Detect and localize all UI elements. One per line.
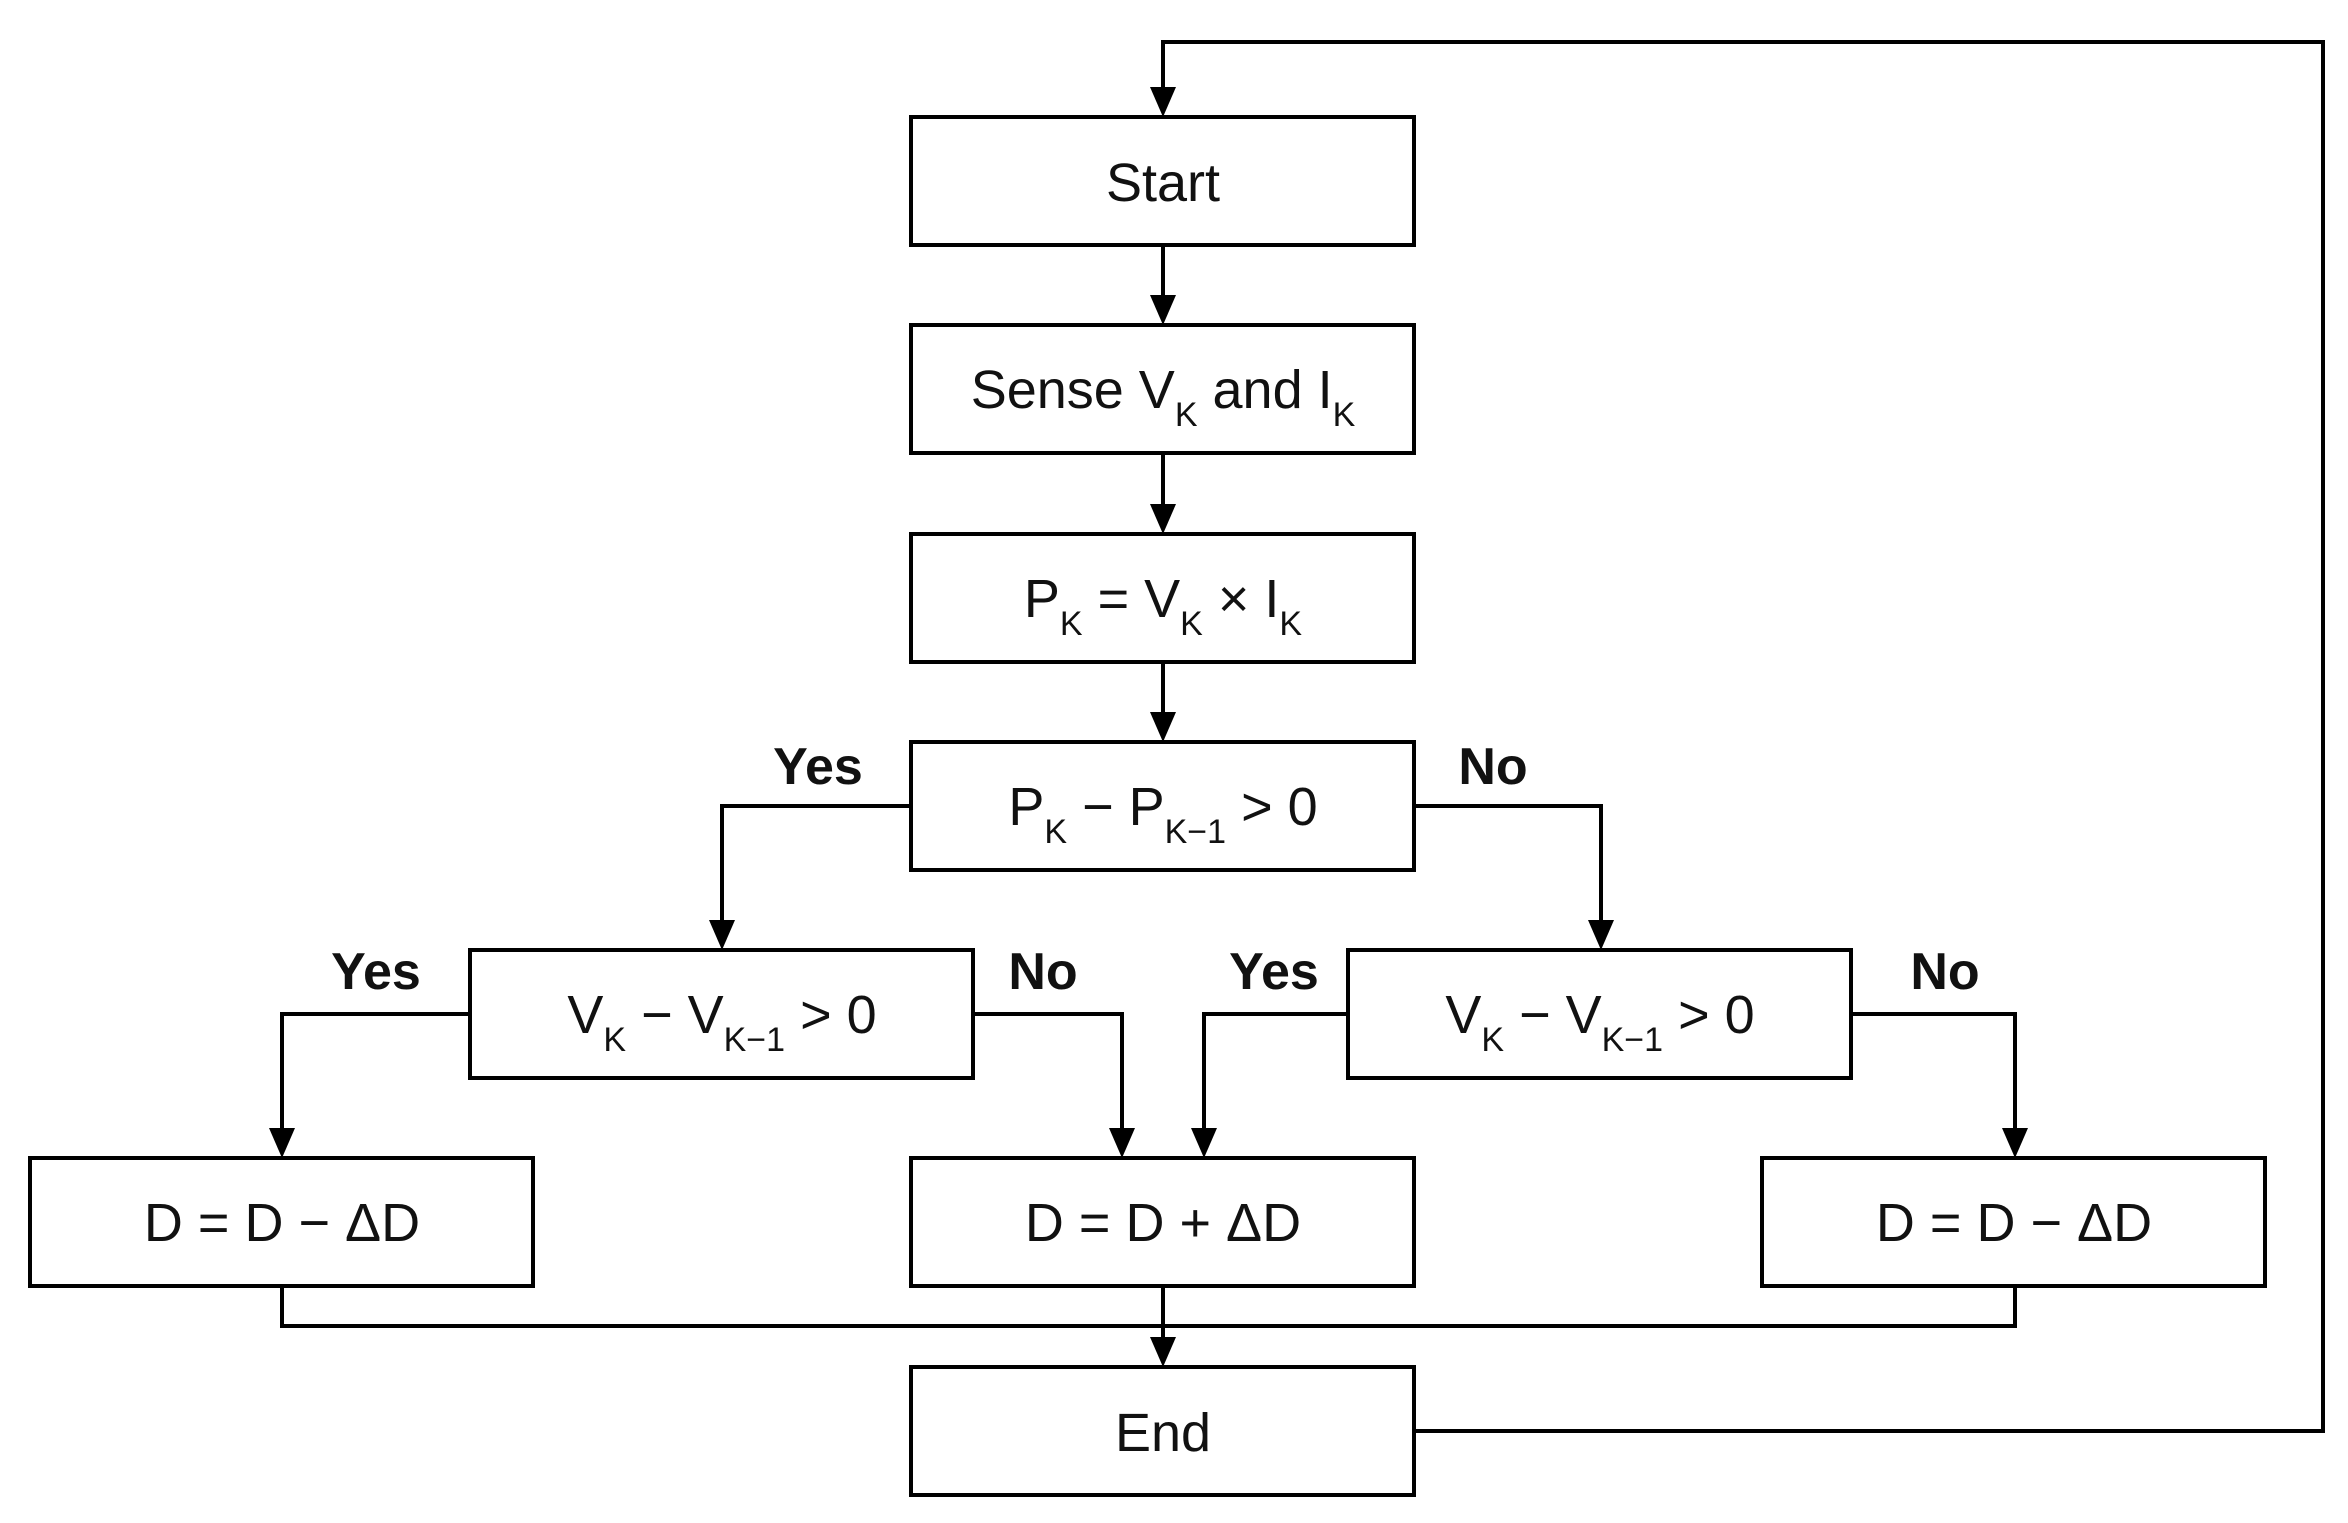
increase-duty-box[interactable] [909, 1156, 1416, 1288]
connector-power-no [1414, 804, 1603, 922]
connector-loop-back [1161, 40, 2325, 1433]
arrowhead [1150, 504, 1176, 534]
arrowhead [1150, 712, 1176, 742]
end-box[interactable] [909, 1365, 1416, 1497]
connector-right-yes [1202, 1012, 1348, 1130]
power-calc-label: PK = VK × IK [1024, 569, 1303, 643]
arrowhead [1150, 87, 1176, 117]
arrowhead [2002, 1128, 2028, 1158]
connector-merge-bus [280, 1286, 2017, 1328]
voltage-decision-right-label: VK − VK−1 > 0 [1445, 985, 1754, 1059]
voltage-decision-left-label: VK − VK−1 > 0 [567, 985, 876, 1059]
connector-right-no [1851, 1012, 2017, 1130]
decrease-duty-left-label: D = D − ΔD [144, 1193, 420, 1253]
sense-box[interactable] [909, 323, 1416, 455]
power-calc-box[interactable] [909, 532, 1416, 664]
connector-power-yes [720, 804, 911, 922]
arrowhead [269, 1128, 295, 1158]
connector-left-no [973, 1012, 1124, 1130]
branch-label-right-no: No [1910, 943, 1979, 1001]
start-box[interactable] [909, 115, 1416, 247]
arrowhead [1150, 1337, 1176, 1367]
arrowhead [1109, 1128, 1135, 1158]
connector-left-yes [280, 1012, 470, 1130]
increase-duty-label: D = D + ΔD [1025, 1193, 1301, 1253]
voltage-decision-left-box[interactable] [468, 948, 975, 1080]
connectors [269, 40, 2325, 1433]
end-label: End [1115, 1403, 1211, 1463]
start-label: Start [1106, 153, 1220, 213]
decrease-duty-right-label: D = D − ΔD [1876, 1193, 2152, 1253]
arrowhead [709, 920, 735, 950]
sense-label: Sense VK and IK [971, 360, 1356, 434]
arrowhead [1150, 295, 1176, 325]
branch-label-power-yes: Yes [773, 738, 863, 796]
power-decision-label: PK − PK−1 > 0 [1008, 777, 1317, 851]
branch-label-power-no: No [1458, 738, 1527, 796]
branch-label-right-yes: Yes [1229, 943, 1319, 1001]
arrowhead [1588, 920, 1614, 950]
branch-label-left-no: No [1008, 943, 1077, 1001]
arrowhead [1191, 1128, 1217, 1158]
branch-label-left-yes: Yes [331, 943, 421, 1001]
